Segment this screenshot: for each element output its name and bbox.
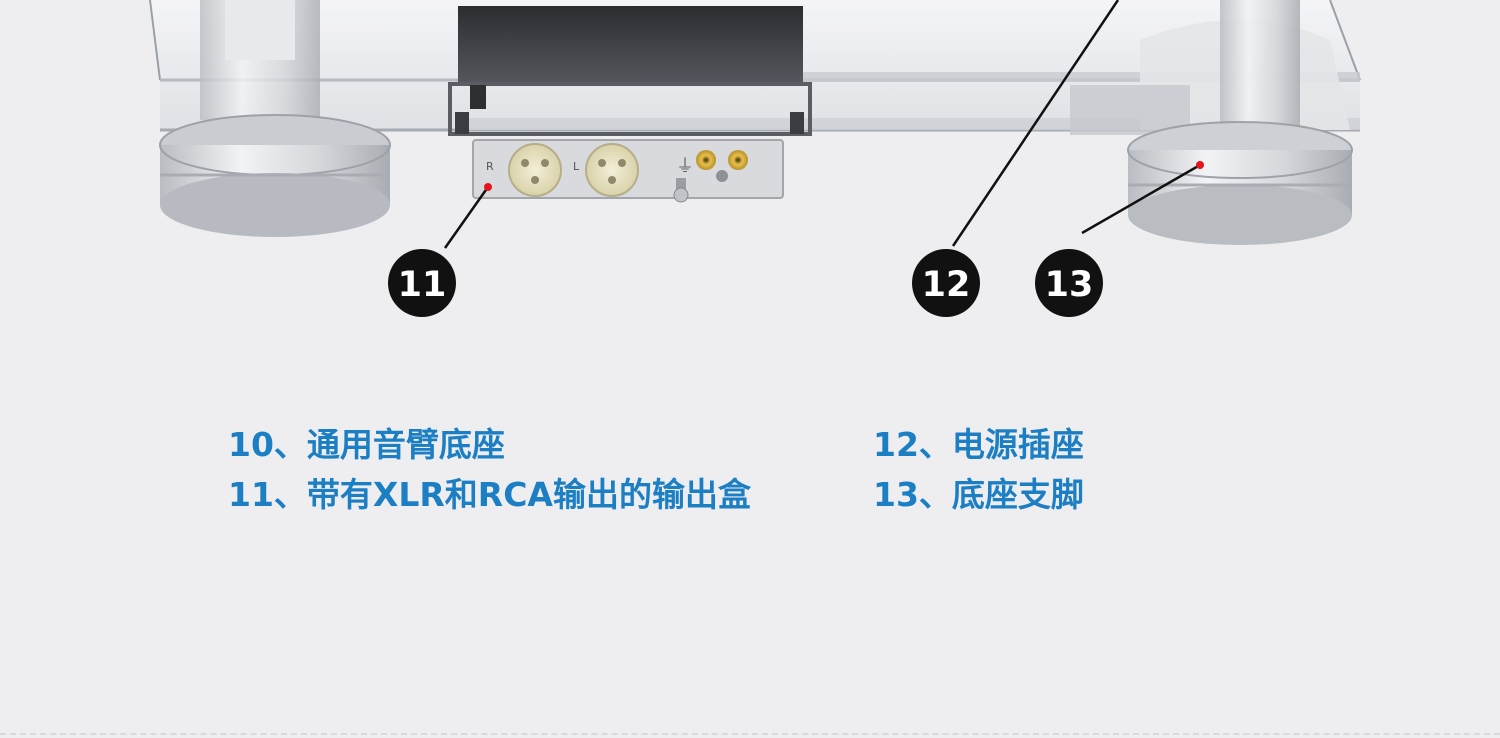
caption-item-11: 11、带有XLR和RCA输出的输出盒	[228, 475, 751, 514]
jack-screw	[716, 170, 728, 182]
callout-label-11: 11	[398, 265, 447, 305]
left-support-foot	[159, 0, 391, 237]
caption-item-12: 12、电源插座	[873, 425, 1084, 464]
xlr-left-connector	[585, 143, 639, 197]
leader-line-13	[1081, 163, 1201, 235]
callout-dot-13	[1196, 161, 1204, 169]
caption-item-13: 13、底座支脚	[873, 475, 1084, 514]
ground-post	[673, 178, 689, 203]
channel-left-label: L	[573, 160, 580, 173]
ground-symbol: ⏚	[676, 156, 694, 177]
output-box: R L ⏚	[472, 139, 784, 203]
callout-badge-12: 12	[912, 249, 980, 317]
caption-list: 10、通用音臂底座 11、带有XLR和RCA输出的输出盒 12、电源插座 13、…	[0, 420, 1500, 530]
leader-lines	[443, 0, 1201, 249]
callout-badge-11: 11	[388, 249, 456, 317]
callout-label-12: 12	[922, 265, 971, 305]
channel-right-label: R	[486, 160, 494, 173]
xlr-right-connector	[508, 143, 562, 197]
rca-left-jack	[696, 150, 716, 170]
number-badge-icon	[1035, 249, 1103, 317]
caption-item-10: 10、通用音臂底座	[228, 425, 505, 464]
leader-line-11	[443, 186, 490, 249]
callout-dot-11	[484, 183, 492, 191]
number-badge-icon	[388, 249, 456, 317]
bottom-divider	[0, 733, 1500, 735]
callout-badge-13: 13	[1035, 249, 1103, 317]
turntable-base-illustration: R L ⏚	[149, 0, 1361, 317]
callout-label-13: 13	[1045, 265, 1094, 305]
center-panel	[448, 6, 812, 136]
rca-right-jack	[728, 150, 748, 170]
number-badge-icon	[912, 249, 980, 317]
leader-line-12	[951, 0, 1120, 247]
